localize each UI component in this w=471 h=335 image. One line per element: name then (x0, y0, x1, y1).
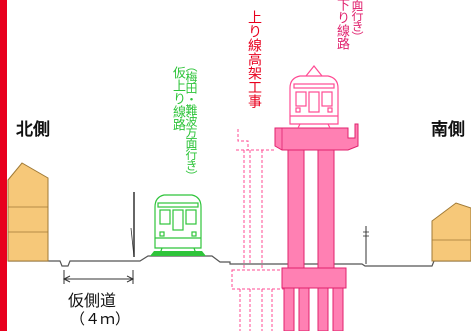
south-side-label: 南側 (431, 120, 465, 140)
elevated-work-label: 上り線高架工事 (246, 10, 262, 108)
temp-road-width-label: （４ｍ） (70, 310, 131, 328)
temp-up-line-label: 仮上り線路 (170, 66, 185, 131)
down-line-label: 下り線路 (334, 0, 349, 50)
temp-road-label: 仮側道 (68, 291, 117, 310)
north-building (7, 162, 49, 262)
temp-up-line-dest-label: （梅田・難波方面行き） (184, 60, 198, 181)
pink-train-icon (289, 65, 339, 129)
green-train-icon (150, 194, 206, 256)
left-frame-bar (0, 0, 7, 331)
dashed-pier (231, 129, 285, 331)
viaduct-pier (274, 123, 359, 332)
south-pole (363, 226, 369, 264)
road-dimension (62, 270, 135, 284)
south-building (431, 202, 471, 262)
catenary-pole (130, 192, 135, 258)
ground-line (8, 255, 471, 267)
north-side-label: 北側 (16, 120, 50, 140)
down-line-dest-label: （三宮方面行き） (350, 0, 364, 42)
